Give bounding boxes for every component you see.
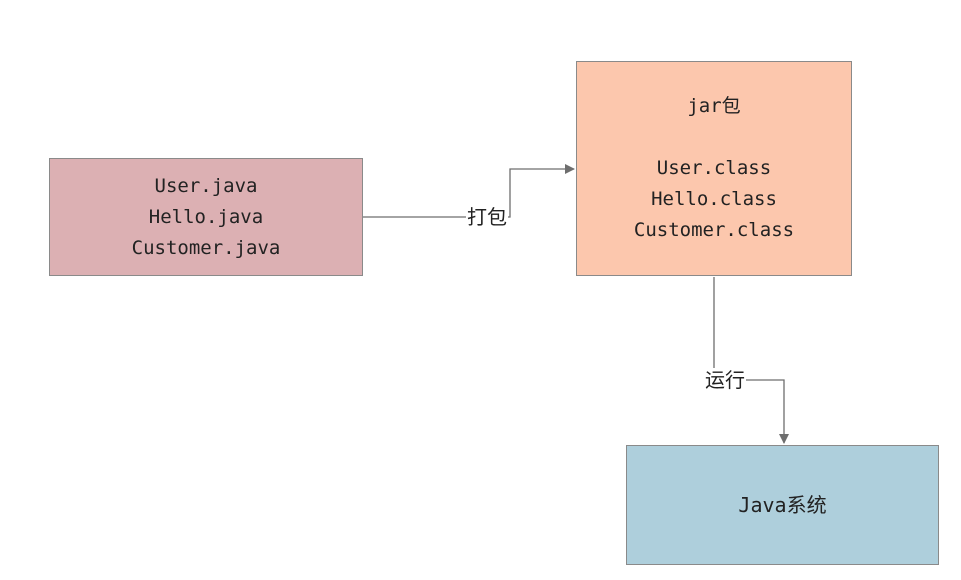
run-edge-label: 运行 (704, 368, 746, 392)
run-arrow (713, 277, 789, 444)
jar-box-title: jar包 (687, 95, 741, 117)
source-file-customer: Customer.java (131, 236, 281, 259)
system-box-title: Java系统 (738, 492, 827, 517)
java-system-box: Java系统 (626, 445, 939, 565)
jar-package-box: jar包 User.class Hello.class Customer.cla… (576, 61, 852, 276)
source-file-user: User.java (154, 174, 258, 197)
class-file-user: User.class (656, 157, 772, 179)
source-files-box: User.java Hello.java Customer.java (49, 158, 363, 276)
class-file-hello: Hello.class (651, 188, 777, 210)
package-arrow (363, 164, 575, 218)
source-file-hello: Hello.java (148, 205, 264, 228)
package-edge-label: 打包 (466, 205, 508, 229)
class-file-customer: Customer.class (633, 219, 795, 241)
